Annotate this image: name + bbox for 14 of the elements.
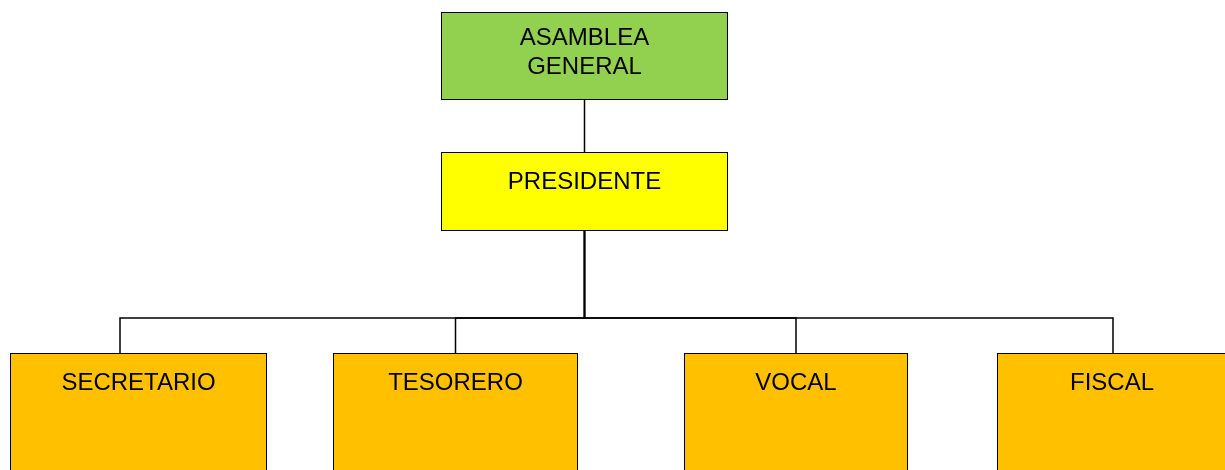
role-label: TESORERO [388,368,523,397]
org-box [333,353,578,470]
role-label: FISCAL [1070,368,1154,397]
role-label: ASAMBLEA GENERAL [518,23,651,81]
org-box [10,353,267,470]
role-label: PRESIDENTE [507,167,662,196]
connector-line [583,99,586,153]
org-box [997,353,1225,470]
connector-line [583,230,1114,354]
role-label: SECRETARIO [61,368,216,397]
org-box [441,12,728,100]
org-box [441,152,728,231]
role-label: VOCAL [755,368,837,397]
org-box [684,353,908,470]
